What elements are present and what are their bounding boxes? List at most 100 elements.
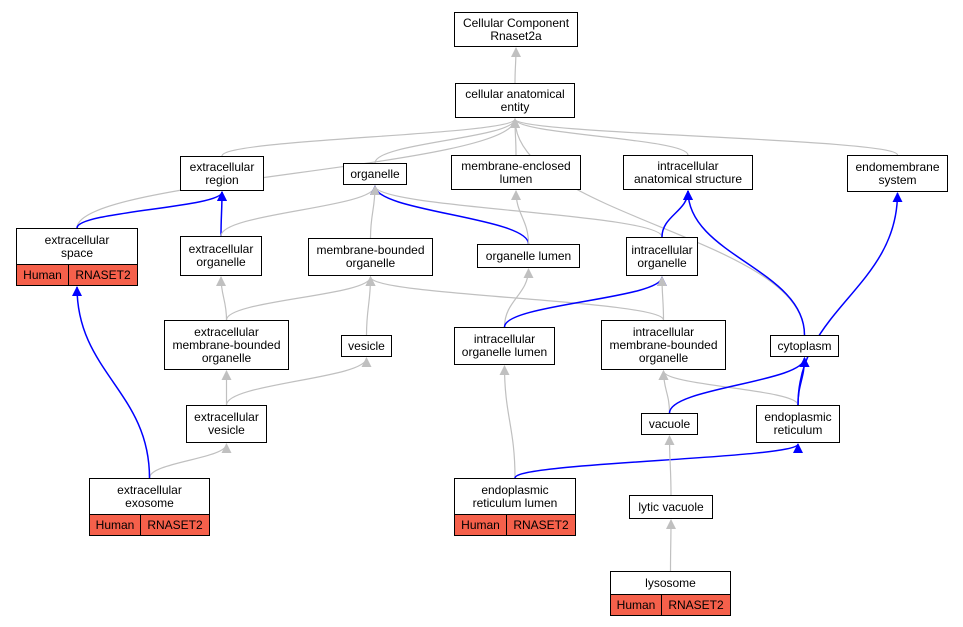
edge-part-of [216, 191, 227, 237]
gene-tag[interactable]: RNASET2 [506, 515, 575, 535]
node-label-line: intracellular [631, 242, 693, 257]
edge-is-a [665, 519, 676, 572]
node-label-line: endomembrane [855, 159, 940, 174]
node-organelle-lumen[interactable]: organelle lumen [477, 244, 580, 268]
edge-is-a [664, 435, 675, 496]
node-label-line: lumen [499, 171, 533, 186]
gene-tag[interactable]: RNASET2 [68, 265, 137, 285]
node-label-line: membrane-bounded [609, 337, 718, 352]
node-label-line: organelle [201, 350, 252, 365]
edge-is-a [220, 185, 380, 237]
edge-is-a [365, 276, 376, 336]
node-label-line: extracellular [188, 242, 254, 256]
node-cytoplasm[interactable]: cytoplasm [770, 335, 839, 357]
edge-is-a [510, 118, 689, 156]
edge-part-of [661, 190, 693, 238]
species-tag[interactable]: Human [17, 265, 68, 285]
node-label-line: space [60, 245, 94, 260]
node-label-line: extracellular [44, 232, 110, 247]
edge-is-a [221, 118, 520, 157]
node-label-line: organelle [196, 255, 246, 269]
edge-part-of [370, 185, 530, 245]
edge-is-a [510, 47, 521, 84]
edge-is-a [365, 276, 665, 321]
edge-is-a [511, 190, 530, 245]
node-organelle[interactable]: organelle [343, 163, 407, 185]
node-label-line: vesicle [348, 338, 385, 353]
node-label-line: membrane-enclosed [461, 158, 571, 173]
edge-is-a [370, 185, 663, 238]
edge-part-of [72, 286, 151, 479]
node-label-line: organelle lumen [461, 345, 548, 359]
edge-part-of [668, 357, 810, 414]
edge-is-a [225, 357, 372, 406]
node-lytic-vacuole[interactable]: lytic vacuole [629, 495, 713, 519]
node-label-line: extracellular [189, 159, 255, 174]
edge-part-of [514, 443, 803, 479]
node-label-line: organelle lumen [485, 248, 572, 263]
node-label-line: vacuole [648, 416, 691, 431]
node-label-line: intracellular [657, 158, 719, 173]
edge-is-a [503, 268, 534, 328]
edge-is-a [76, 118, 520, 229]
species-tag[interactable]: Human [455, 515, 506, 535]
edge-is-a [216, 276, 228, 321]
node-vesicle[interactable]: vesicle [341, 335, 392, 357]
node-label-line: cellular anatomical [465, 86, 565, 101]
species-tag[interactable]: Human [90, 515, 140, 535]
gene-tag[interactable]: RNASET2 [661, 595, 730, 615]
edge-is-a [225, 276, 376, 321]
node-label: vacuole [642, 414, 697, 434]
node-label-line: Cellular Component [462, 15, 570, 30]
node-vacuole[interactable]: vacuole [641, 413, 698, 435]
node-label-line: intracellular [632, 324, 695, 339]
node-label: organelle lumen [478, 245, 579, 267]
edge-is-a [369, 185, 380, 239]
node-label-line: system [878, 172, 917, 187]
node-label-line: extracellular [194, 410, 259, 424]
node-label-line: extracellular [194, 324, 259, 339]
gene-tag[interactable]: RNASET2 [140, 515, 209, 535]
node-label-line: lytic vacuole [638, 499, 704, 514]
node-label-line: endoplasmic [481, 482, 549, 497]
node-label-line: cytoplasm [777, 338, 832, 353]
node-label-line: membrane-bounded [316, 243, 425, 257]
node-label-line: organelle [350, 166, 400, 181]
species-tag[interactable]: Human [611, 595, 661, 615]
node-label: vesicle [342, 336, 391, 356]
node-label-line: lysosome [645, 575, 696, 590]
node-label: organelle [344, 164, 406, 184]
